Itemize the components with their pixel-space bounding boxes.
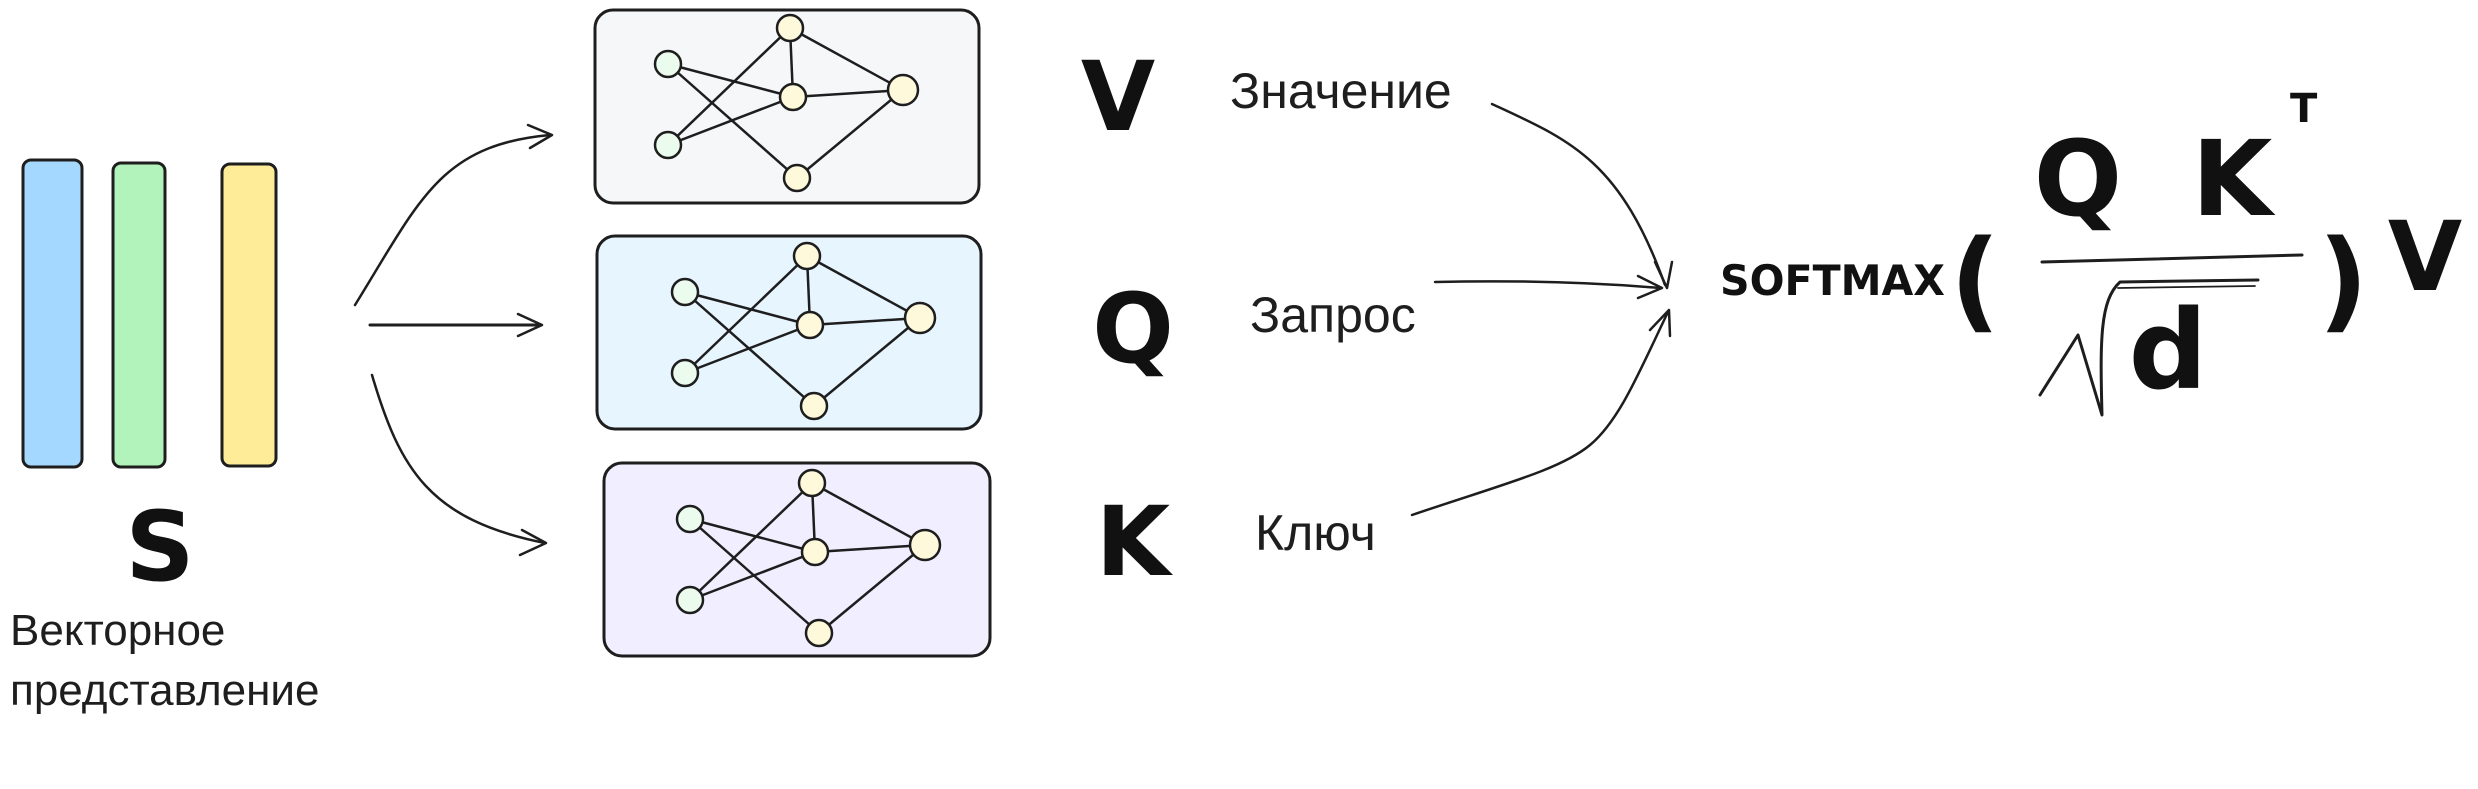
- network-edge: [796, 89, 904, 179]
- network-edge: [792, 88, 904, 99]
- hidden-node: [797, 468, 827, 498]
- open-paren: (: [1950, 216, 2000, 344]
- hidden-node: [800, 537, 830, 567]
- formula-arrows: [1410, 102, 1674, 517]
- input-node: [675, 504, 705, 534]
- value-label: Значение: [1230, 63, 1452, 119]
- multiplier-v: V: [2388, 201, 2462, 313]
- output-node: [908, 528, 942, 562]
- input-node: [670, 358, 700, 388]
- network-edge: [818, 544, 926, 634]
- hidden-node: [799, 391, 829, 421]
- value-symbol: V: [1081, 41, 1155, 153]
- hidden-node: [778, 82, 808, 112]
- input-caption-line1: Векторное: [10, 606, 225, 655]
- network-edge: [689, 517, 816, 554]
- hidden-node: [795, 310, 825, 340]
- network-edge: [806, 254, 921, 320]
- input-symbol: S: [125, 491, 194, 603]
- network-edge: [667, 27, 791, 146]
- network-edge: [684, 255, 808, 374]
- input-node: [653, 49, 683, 79]
- embedding-bar-1: [21, 158, 84, 469]
- network-edge: [684, 290, 811, 327]
- numerator-q: Q: [2034, 118, 2122, 240]
- input-node: [675, 585, 705, 615]
- key-label: Ключ: [1255, 505, 1376, 561]
- network-edge: [789, 26, 904, 92]
- network-edge: [689, 482, 813, 601]
- embedding-bar-3: [220, 162, 278, 468]
- output-node: [886, 73, 920, 107]
- embedding-bars: [21, 158, 278, 469]
- close-paren: ): [2318, 216, 2368, 344]
- key-symbol: K: [1096, 486, 1174, 598]
- output-node: [903, 301, 937, 335]
- hidden-node: [782, 163, 812, 193]
- network-graph-k: [675, 468, 942, 648]
- hidden-node: [792, 241, 822, 271]
- network-edge: [809, 316, 921, 327]
- softmax-label: SOFTMAX: [1720, 256, 1945, 305]
- sqrt-symbol: [2038, 278, 2260, 417]
- network-edge: [667, 62, 794, 99]
- network-edge: [689, 550, 816, 602]
- network-graph-q: [670, 241, 937, 421]
- network-edge: [811, 481, 926, 547]
- attention-formula: SOFTMAX ( Q K T d ) V: [1720, 86, 2462, 417]
- denominator-d: d: [2129, 286, 2208, 414]
- query-label: Запрос: [1250, 287, 1416, 343]
- embedding-bar-2: [111, 161, 167, 469]
- network-graphs: [653, 13, 942, 648]
- hidden-node: [775, 13, 805, 43]
- numerator-k: K: [2192, 118, 2276, 240]
- input-node: [653, 130, 683, 160]
- network-edge: [814, 543, 926, 554]
- input-arrows: [353, 123, 554, 557]
- hidden-node: [804, 618, 834, 648]
- input-node: [670, 277, 700, 307]
- network-graph-v: [653, 13, 920, 193]
- network-edge: [667, 95, 794, 147]
- transpose-mark: T: [2290, 86, 2318, 132]
- network-edge: [813, 317, 921, 407]
- fraction-bar: [2040, 253, 2304, 264]
- query-symbol: Q: [1092, 273, 1174, 385]
- network-edge: [684, 323, 811, 375]
- input-caption-line2: представление: [10, 666, 319, 715]
